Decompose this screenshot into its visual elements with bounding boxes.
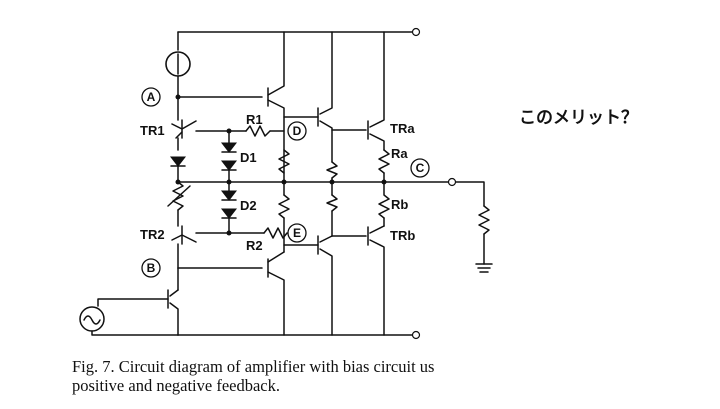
d2-label: D2 <box>240 198 257 213</box>
node-a-marker <box>141 87 161 107</box>
node-b-label: B <box>147 261 156 275</box>
load-resistor <box>478 205 490 235</box>
r1-resistor <box>245 125 271 137</box>
tra-emitter <box>369 133 385 151</box>
rb-label: Rb <box>391 197 408 212</box>
upper-driver-collector <box>319 31 333 115</box>
tr2-label: TR2 <box>140 227 165 242</box>
trb-collector <box>369 239 385 336</box>
positive-terminal <box>411 27 421 37</box>
node-c-label: C <box>416 161 425 175</box>
d1-diode-b <box>220 160 238 171</box>
lower-driver-leads <box>319 235 333 243</box>
caption-line-2: positive and negative feedback. <box>72 376 280 395</box>
input-transistor-emitter <box>169 302 179 336</box>
r2-label: R2 <box>246 238 263 253</box>
tr1-emitter <box>175 131 183 139</box>
node-d-label: D <box>293 124 302 138</box>
center-resistor-lower <box>278 194 290 219</box>
rb-resistor <box>378 181 390 219</box>
node-d-marker <box>287 121 307 141</box>
d1-diode-a <box>220 142 238 153</box>
ac-source-ground <box>91 330 179 336</box>
figure-caption: Fig. 7. Circuit diagram of amplifier wit… <box>72 357 534 395</box>
node-b-marker <box>141 258 161 278</box>
r2-junction-dot <box>226 230 232 236</box>
d2-diode-b <box>220 208 238 219</box>
bias-adjust-arrow <box>167 185 191 207</box>
upper-driver-emitter <box>319 120 333 163</box>
tr1-leads <box>171 120 197 130</box>
ac-source-wave <box>83 315 101 325</box>
negative-terminal <box>411 330 421 340</box>
node-a-label: A <box>147 90 156 104</box>
lower-predriver-emitter <box>267 251 285 263</box>
input-source-wire <box>97 298 169 307</box>
handwritten-note: このメリット？ <box>519 108 638 128</box>
upper-driver-resistor <box>326 161 338 179</box>
tr2-leads <box>171 234 197 243</box>
d1-label: D1 <box>240 150 257 165</box>
tra-collector <box>369 31 385 128</box>
caption-line-1: Fig. 7. Circuit diagram of amplifier wit… <box>72 357 435 376</box>
d2-diode-a <box>220 190 238 201</box>
center-bus-dot-left <box>175 179 181 185</box>
upper-predriver-emitter <box>267 99 285 183</box>
tr1-label: TR1 <box>140 123 165 138</box>
node-c-marker <box>410 158 430 178</box>
upper-predriver-leads <box>267 31 285 96</box>
trb-label: TRb <box>390 228 415 243</box>
node-a-dot <box>175 94 181 100</box>
center-resistor-upper <box>278 149 290 174</box>
tra-label: TRa <box>390 121 415 136</box>
ra-resistor <box>378 149 390 174</box>
output-terminal <box>447 177 457 187</box>
load-wire <box>455 181 485 207</box>
ra-label: Ra <box>391 146 408 161</box>
node-e-marker <box>287 223 307 243</box>
bias-diode-symbol <box>169 156 187 167</box>
node-e-label: E <box>293 226 301 240</box>
r1-label: R1 <box>246 112 263 127</box>
trb-emitter <box>369 225 385 234</box>
lower-predriver-collector <box>267 271 285 336</box>
lower-driver-collector <box>319 248 333 336</box>
lower-driver-resistor <box>326 194 338 212</box>
input-transistor-collector <box>169 289 179 297</box>
bias-adjust-resistor <box>172 181 184 211</box>
